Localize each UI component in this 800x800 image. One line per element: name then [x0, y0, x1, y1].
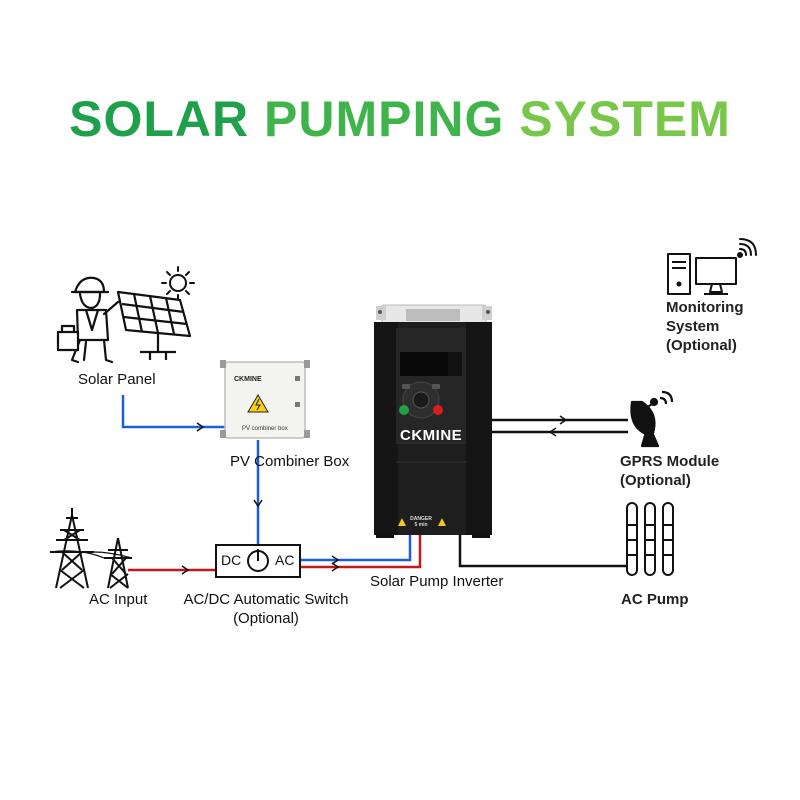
arrow-gprs-in	[559, 415, 568, 425]
transmission-tower-icon	[49, 508, 133, 589]
label-monitoring-line3: (Optional)	[666, 337, 737, 354]
pump-icon	[626, 502, 674, 576]
arrow-acinput	[181, 565, 190, 575]
arrow-switch-dc	[331, 555, 340, 565]
solar-panel-icon	[116, 290, 192, 360]
wire-switch-to-inverter-ac	[300, 532, 422, 569]
arrow-solar-to-combiner	[196, 422, 205, 432]
label-gprs-line1: GPRS Module	[620, 453, 720, 470]
label-solar-panel: Solar Panel	[78, 371, 156, 388]
title-word-solar: SOLAR	[69, 91, 250, 147]
arrow-switch-ac	[331, 562, 340, 572]
wire-inverter-to-pump	[458, 535, 632, 568]
label-monitoring: Monitoring System (Optional)	[666, 298, 743, 355]
label-ac-input: AC Input	[89, 591, 148, 608]
label-combiner-box: PV Combiner Box	[230, 453, 350, 470]
satellite-dish-icon	[630, 390, 674, 448]
label-gprs-line2: (Optional)	[620, 472, 691, 489]
title-word-system: SYSTEM	[519, 91, 731, 147]
combiner-brand: CKMINE	[234, 376, 262, 383]
label-inverter: Solar Pump Inverter	[370, 573, 504, 590]
switch-dc-text: DC	[221, 552, 242, 568]
label-switch-line2: (Optional)	[233, 610, 299, 627]
label-gprs: GPRS Module (Optional)	[620, 452, 719, 490]
label-switch: AC/DC Automatic Switch (Optional)	[168, 590, 364, 628]
label-monitoring-line2: System	[666, 318, 720, 335]
wifi-icon	[737, 238, 757, 258]
inverter-warning: DANGER 5 min	[406, 516, 436, 528]
switch-ac-text: AC	[275, 552, 295, 568]
inverter-warning-line2: 5 min	[414, 522, 428, 528]
arrow-gprs-out	[548, 427, 557, 437]
inverter-brand: CKMINE	[400, 427, 463, 444]
label-monitoring-line1: Monitoring	[666, 299, 744, 316]
inverter-icon	[374, 304, 492, 538]
label-switch-line1: AC/DC Automatic Switch	[183, 591, 349, 608]
combiner-device-text: PV combiner box	[242, 426, 288, 432]
title-word-pumping: PUMPING	[264, 91, 505, 147]
worker-icon	[56, 276, 130, 364]
label-ac-pump: AC Pump	[621, 591, 689, 608]
page-title: SOLAR PUMPING SYSTEM	[0, 90, 800, 148]
inverter-warning-line1: DANGER	[410, 516, 432, 522]
sun-icon	[161, 266, 195, 300]
combiner-box-icon	[220, 360, 310, 439]
computer-icon	[667, 253, 737, 295]
arrow-combiner-down	[253, 499, 263, 508]
switch-icon	[215, 544, 301, 578]
